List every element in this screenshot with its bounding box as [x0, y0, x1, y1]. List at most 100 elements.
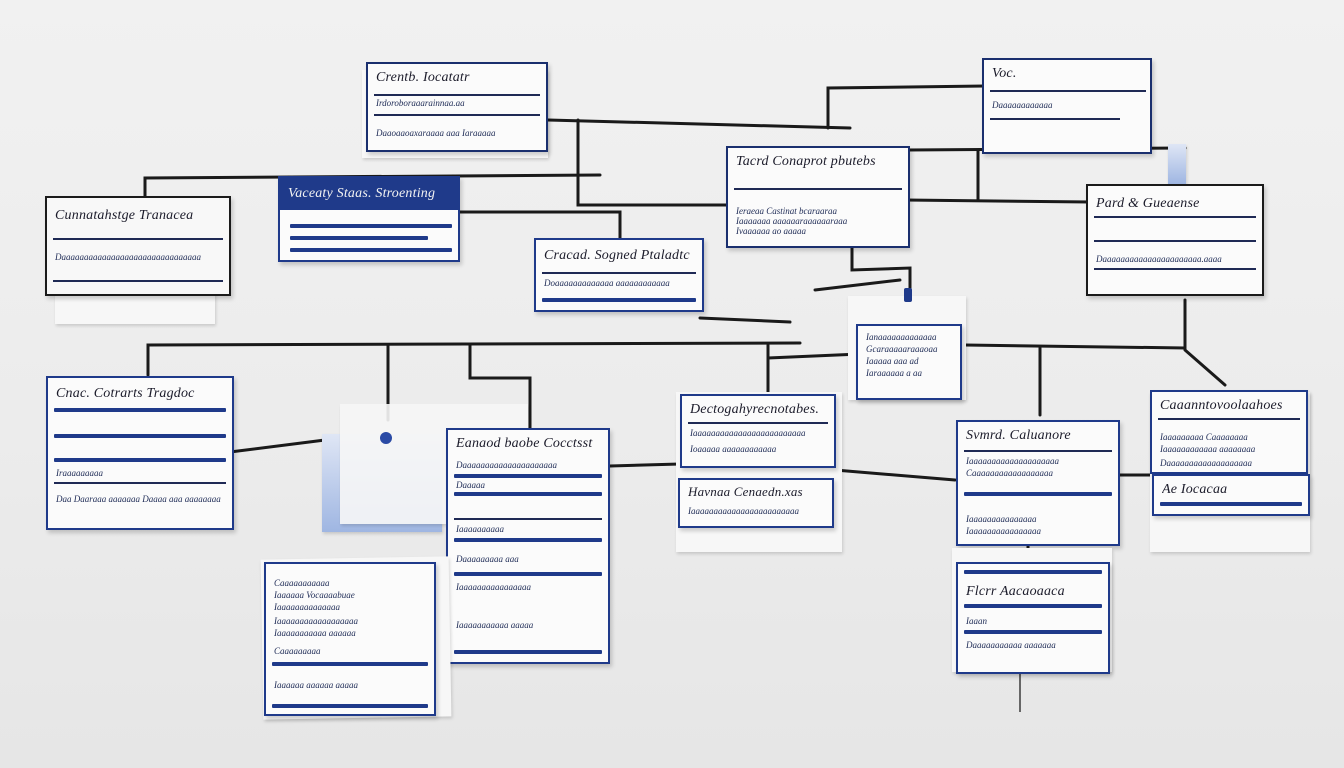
- card-text: Daaaaaaaaaaaaaaaaaaaaaaaaaaaaaaa: [55, 252, 201, 262]
- card-text: Caaaaaaaaa: [274, 646, 321, 656]
- connector: [698, 316, 792, 324]
- divider: [374, 94, 540, 96]
- card-text: Iaaaaaaaaaaaaaaaaaaaaaaaa: [688, 506, 799, 516]
- card-title: Svmrd. Caluanore: [966, 428, 1071, 443]
- divider: [1094, 216, 1256, 218]
- card-text: Caaaaaaaaaaa: [274, 578, 330, 588]
- connector: [826, 84, 987, 130]
- card-havnaa-cenaedn: Havnaa Cenaedn.xas Iaaaaaaaaaaaaaaaaaaaa…: [678, 478, 834, 528]
- card-pinned-note: Ianaaaaaaaaaaaaa Gcaraaaaaraaaoaa Iaaaaa…: [856, 324, 962, 400]
- card-cnac-cotrarts: Cnac. Cotrarts Tragdoc Iraaaaaaaaa Daa D…: [46, 376, 234, 530]
- connector: [146, 341, 802, 377]
- divider: [734, 188, 902, 190]
- divider: [1094, 240, 1256, 242]
- card-text: Daaaaaaaaaaa aaaaaaa: [966, 640, 1056, 650]
- card-crentb-iocatatr: Crentb. Iocatatr Irdoroboraaarainnaa.aa …: [366, 62, 548, 152]
- card-text: Daaoaaoaxaraaaa aaa Iaraaaaa: [376, 128, 496, 138]
- card-text: Iaaaaa aaa ad: [866, 356, 919, 366]
- card-title: Tacrd Conaprot pbutebs: [736, 154, 876, 169]
- bar: [454, 492, 602, 496]
- card-bottom-left-notes: Caaaaaaaaaaa Iaaaaaa Vocaaaabuae Iaaaaaa…: [264, 562, 436, 716]
- divider: [1158, 418, 1300, 420]
- card-text: Iaaaaaaaaaaaa aaaaaaaa: [1160, 444, 1256, 454]
- divider: [964, 450, 1112, 452]
- divider: [54, 482, 226, 484]
- card-text: Iaaaaaaaaaaa aaaaaa: [274, 628, 356, 638]
- bar: [964, 570, 1102, 574]
- card-text: Iaaaaaaaaaaaaaaaa: [456, 582, 531, 592]
- card-text: Ioaaaaa aaaaaaaaaaaa: [690, 444, 777, 454]
- card-text: Iaaaaaaaaaaaaaaaaaa: [274, 616, 358, 626]
- card-text: Doaaaaaaaaaaaaa aaaaaaaaaaaa: [544, 278, 670, 288]
- connector: [813, 278, 902, 292]
- bar: [290, 224, 452, 228]
- card-title: Eanaod baobe Cocctsst: [456, 436, 593, 451]
- divider: [454, 518, 602, 520]
- connector: [1183, 348, 1227, 387]
- bar: [964, 630, 1102, 634]
- card-svmrd-caluanore: Svmrd. Caluanore Iaaaaaaaaaaaaaaaaaaaa C…: [956, 420, 1120, 546]
- divider: [688, 422, 828, 424]
- connector: [458, 210, 622, 242]
- card-tacrd-conaprot: Tacrd Conaprot pbutebs Ieraeaa Castinat …: [726, 146, 910, 248]
- bar: [454, 538, 602, 542]
- connector: [228, 438, 327, 454]
- divider: [374, 114, 540, 116]
- connector: [546, 118, 852, 130]
- bar: [290, 236, 428, 240]
- card-text: Iaaaaaaaaaaaaaaaaaaaaaaaaa: [690, 428, 806, 438]
- card-title: Cnac. Cotrarts Tragdoc: [56, 386, 195, 401]
- card-text: Daaaaaaaaaaaa: [992, 100, 1053, 110]
- card-eanaod-baobe: Eanaod baobe Cocctsst Daaaaaaaaaaaaaaaaa…: [446, 428, 610, 664]
- card-text: Iaraaaaaa a aa: [866, 368, 922, 378]
- card-title: Vaceaty Staas. Stroenting: [280, 178, 458, 210]
- card-text: Iaaaaaa aaaaaa aaaaa: [274, 680, 358, 690]
- card-cunnatahstge: Cunnatahstge Tranacea Daaaaaaaaaaaaaaaaa…: [45, 196, 231, 296]
- card-text: Iaaaaaaaaaaa aaaaa: [456, 620, 534, 630]
- divider: [990, 118, 1120, 120]
- card-dectogahyrecnotabes: Dectogahyrecnotabes. Iaaaaaaaaaaaaaaaaaa…: [680, 394, 836, 468]
- bar: [542, 298, 696, 302]
- connector: [963, 298, 1187, 350]
- bar: [964, 604, 1102, 608]
- card-title: Voc.: [992, 66, 1017, 81]
- card-text: Daaaaa: [456, 480, 485, 490]
- divider: [1094, 268, 1256, 270]
- bar: [272, 704, 428, 708]
- divider: [990, 90, 1146, 92]
- card-text: Ianaaaaaaaaaaaaa: [866, 332, 937, 342]
- card-text: Daaaaaaaaaaaaaaaaaaaaaa.aaaa: [1096, 254, 1222, 264]
- card-text: Daa Daaraaa aaaaaaa Daaaa aaa aaaaaaaa: [56, 494, 221, 504]
- bar: [54, 408, 226, 412]
- card-pard-gueaense: Pard & Gueaense Daaaaaaaaaaaaaaaaaaaaaa.…: [1086, 184, 1264, 296]
- bar: [290, 248, 452, 252]
- card-vaceaty-staas: Vaceaty Staas. Stroenting: [278, 176, 460, 262]
- card-text: Iaaaaaaaaa Caaaaaaaa: [1160, 432, 1248, 442]
- bar: [272, 662, 428, 666]
- connector: [576, 118, 732, 207]
- card-text: Caaaaaaaaaaaaaaaaaa: [966, 468, 1054, 478]
- divider: [53, 238, 223, 240]
- card-text: Iaaaaaa Vocaaaabuae: [274, 590, 355, 600]
- card-ae-iocacaa: Ae Iocacaa: [1152, 474, 1310, 516]
- card-text: Iaaaaaaa aaaaaaraaaaaaraaa: [736, 216, 848, 226]
- bar: [54, 434, 226, 438]
- card-title: Ae Iocacaa: [1162, 482, 1228, 497]
- card-text: Ieraeaa Castinat bcaraaraa: [736, 206, 837, 216]
- card-caaanntovoolaahoes: Caaanntovoolaahoes Iaaaaaaaaa Caaaaaaaa …: [1150, 390, 1308, 474]
- card-flcrr-aacaoaaca: Flcrr Aacaoaaca Iaaan Daaaaaaaaaaa aaaaa…: [956, 562, 1110, 674]
- divider: [542, 272, 696, 274]
- card-text: Irdoroboraaarainnaa.aa: [376, 98, 465, 108]
- card-text: Gcaraaaaaraaaoaa: [866, 344, 938, 354]
- card-title: Crentb. Iocatatr: [376, 70, 470, 85]
- card-text: Ivaaaaaa ao aaaaa: [736, 226, 806, 236]
- card-text: Daaaaaaaaaaaaaaaaaaa: [1160, 458, 1252, 468]
- card-text: Iraaaaaaaaa: [56, 468, 103, 478]
- card-title: Cracad. Sogned Ptaladtc: [544, 248, 690, 263]
- card-text: Iaaan: [966, 616, 987, 626]
- card-text: Iaaaaaaaaaaaaaaaaaaaa: [966, 456, 1059, 466]
- card-title: Dectogahyrecnotabes.: [690, 402, 820, 417]
- bar: [454, 650, 602, 654]
- bar: [454, 474, 602, 478]
